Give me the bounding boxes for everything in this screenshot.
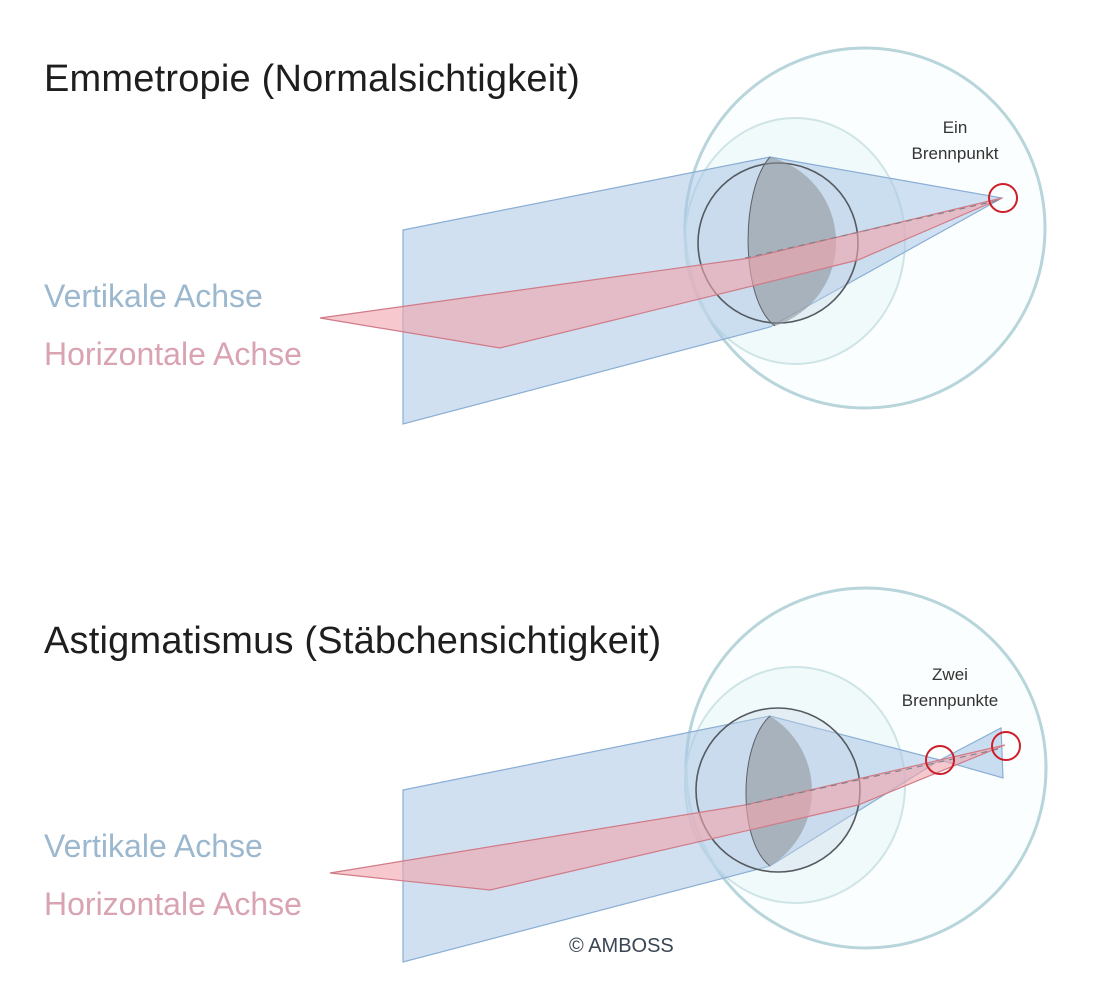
horizontal-plane (329, 744, 1006, 891)
lens-rim (747, 156, 776, 327)
legend-vertical-axis: Vertikale Achse (44, 828, 263, 864)
optical-axis-line (744, 747, 1004, 806)
lens-rim (745, 715, 771, 867)
focal-point-label: Ein Brennpunkt (912, 115, 999, 167)
focal-points-label-line1: Zwei (932, 665, 968, 684)
focal-point-label-line1: Ein (942, 118, 968, 137)
focal-point-ring-first (925, 745, 955, 775)
horizontal-plane (319, 197, 1003, 349)
focal-points-label: Zwei Brennpunkte (902, 662, 998, 714)
panel-title-emmetropie: Emmetropie (Normalsichtigkeit) (44, 58, 581, 100)
legend-horizontal-axis: Horizontale Achse (44, 336, 302, 372)
panel-title-astigmatismus: Astigmatismus (Stäbchensichtigkeit) (44, 620, 662, 662)
lens-shaded-half (748, 157, 837, 326)
panel-astigmatismus-graphic (329, 586, 1048, 963)
legend-horizontal-axis: Horizontale Achse (44, 886, 302, 922)
focal-point-ring-second (991, 731, 1021, 761)
legend-vertical-axis: Vertikale Achse (44, 278, 263, 314)
focal-points-label-line2: Brennpunkte (901, 691, 999, 710)
copyright-notice: © AMBOSS (569, 935, 674, 957)
focal-point-label-line2: Brennpunkt (911, 144, 999, 163)
focal-point-ring (988, 183, 1018, 213)
lens-shaded-half (746, 716, 812, 866)
panel-emmetropie-graphic (319, 46, 1047, 425)
